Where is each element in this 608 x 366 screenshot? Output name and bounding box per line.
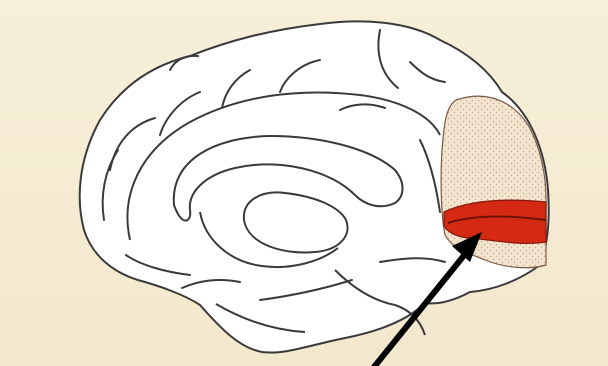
calcarine-highlight: [444, 200, 546, 243]
